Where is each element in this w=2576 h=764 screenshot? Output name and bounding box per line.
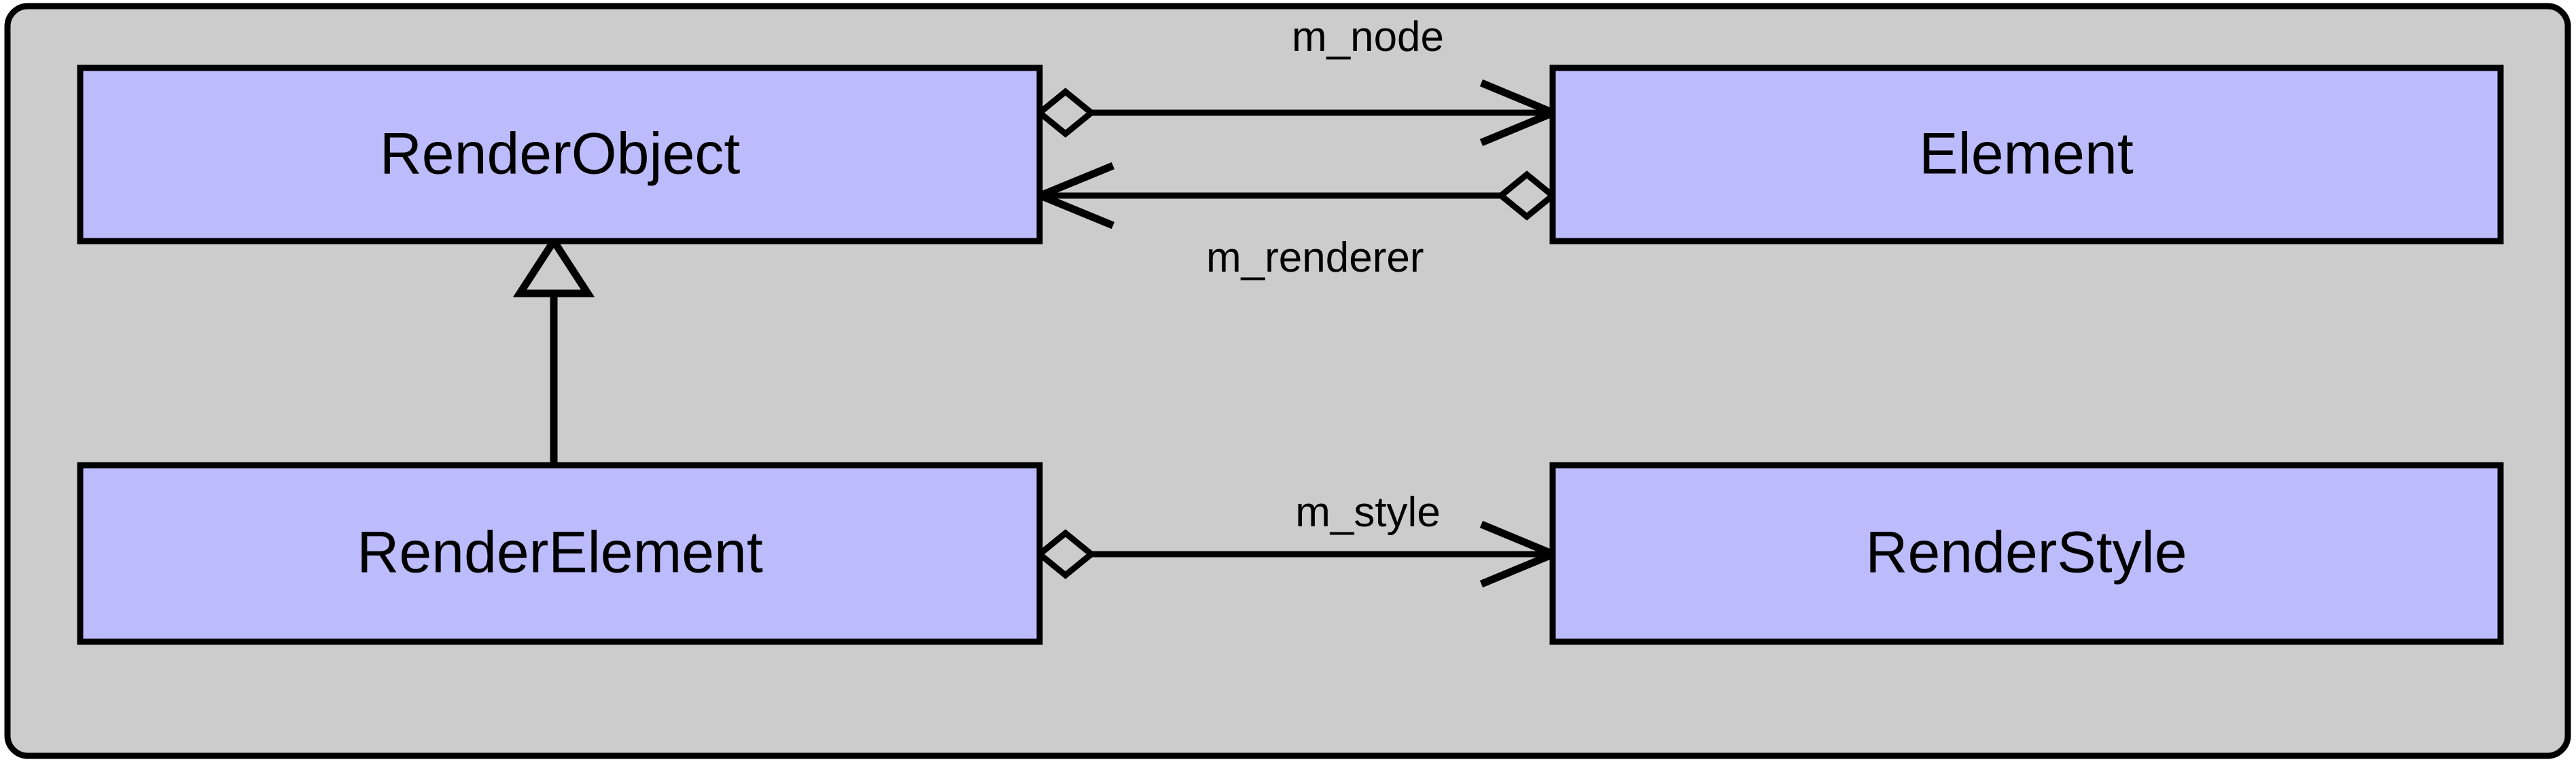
class-node-render-style[interactable]: RenderStyle — [1549, 462, 2504, 645]
class-label-render-element: RenderElement — [357, 520, 763, 585]
m-node-aggregation-diamond — [1034, 88, 1097, 138]
relation-m-style: m_style — [1034, 489, 1564, 588]
m-renderer-label: m_renderer — [1206, 234, 1424, 281]
class-node-element[interactable]: Element — [1549, 65, 2504, 244]
m-renderer-aggregation-diamond — [1496, 170, 1558, 221]
relation-inheritance — [512, 234, 595, 465]
relation-m-renderer: m_renderer — [1030, 162, 1558, 281]
m-style-aggregation-diamond — [1034, 529, 1097, 579]
class-label-render-style: RenderStyle — [1865, 520, 2187, 585]
class-box-render-element[interactable] — [77, 462, 1043, 645]
class-label-render-object: RenderObject — [380, 122, 741, 187]
class-box-render-style[interactable] — [1549, 462, 2504, 645]
m-style-label: m_style — [1295, 489, 1441, 536]
class-node-render-element[interactable]: RenderElement — [77, 462, 1043, 645]
class-box-render-object[interactable] — [77, 65, 1043, 244]
m-node-label: m_node — [1292, 14, 1444, 60]
class-node-render-object[interactable]: RenderObject — [77, 65, 1043, 244]
relation-m-node: m_node — [1034, 14, 1564, 147]
class-label-element: Element — [1919, 122, 2134, 187]
class-box-element[interactable] — [1549, 65, 2504, 244]
inheritance-triangle-icon — [512, 234, 595, 297]
